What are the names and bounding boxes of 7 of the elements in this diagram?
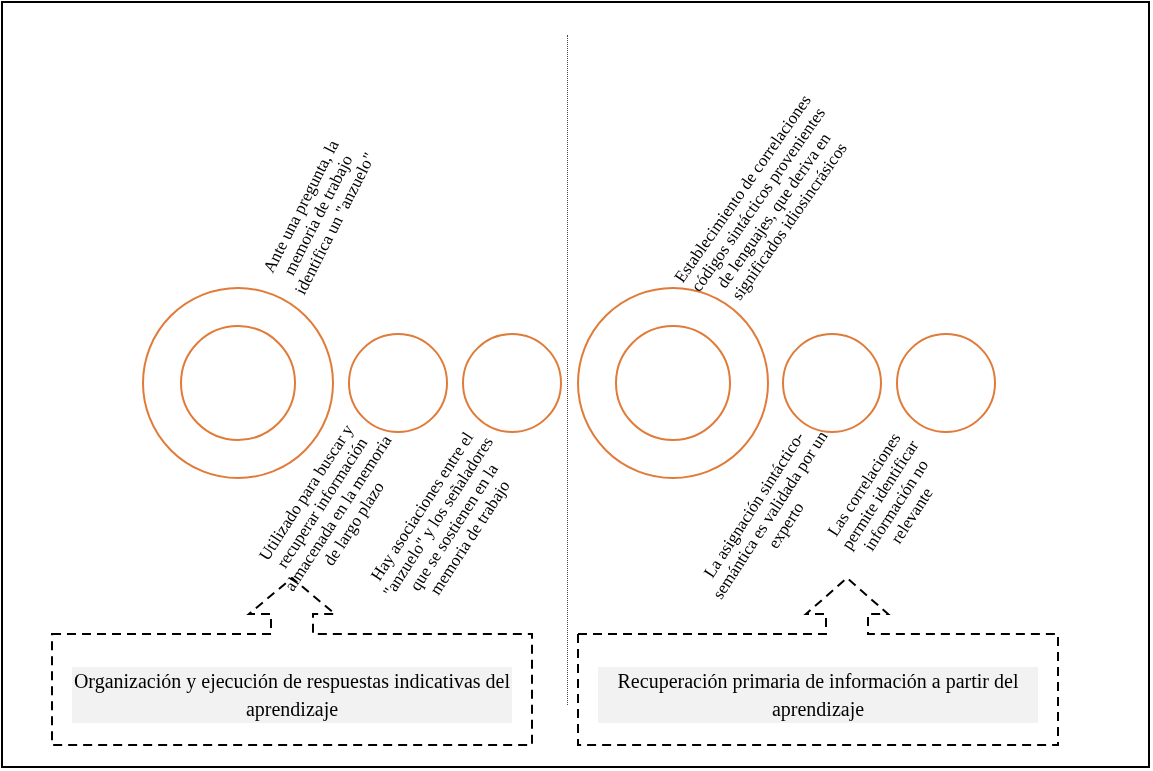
circle xyxy=(462,333,562,433)
inner-circle xyxy=(179,324,296,441)
circle xyxy=(896,333,996,433)
callout-text: Recuperación primaria de información a partir del aprendizaje xyxy=(598,667,1038,723)
circle xyxy=(782,333,882,433)
inner-circle xyxy=(614,324,731,441)
callout-text: Organización y ejecución de respuestas indicativas del aprendizaje xyxy=(72,667,512,723)
